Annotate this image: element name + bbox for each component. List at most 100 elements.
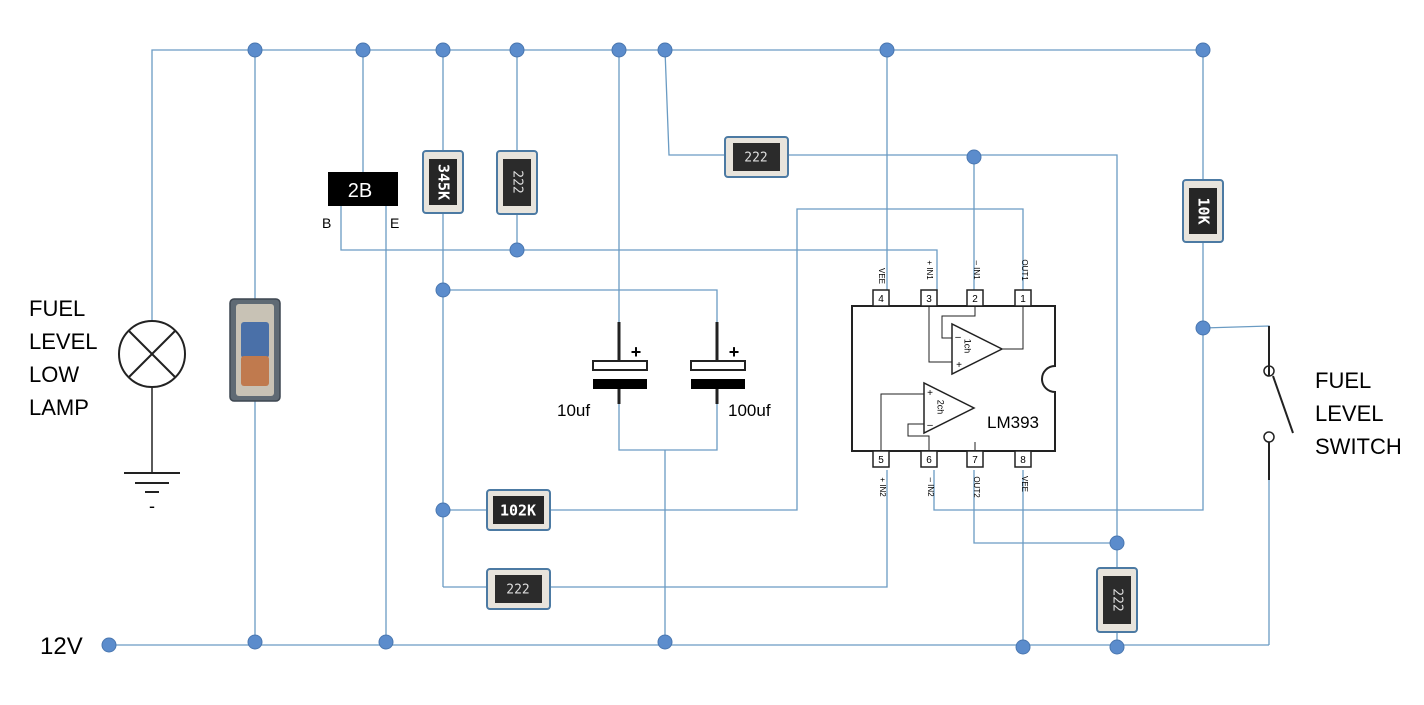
opamp-1-label: 1ch xyxy=(963,339,973,354)
transistor-emitter-label: E xyxy=(390,215,399,231)
node-in1-minus xyxy=(966,149,982,165)
cap1-plus-label: + xyxy=(631,342,642,362)
lamp: - FUEL LEVEL LOW LAMP xyxy=(29,296,186,516)
node-102k xyxy=(435,502,451,518)
ic-pin-6-number: 6 xyxy=(926,455,932,466)
ground-minus-label: - xyxy=(149,496,155,516)
lamp-label-line-2: LEVEL xyxy=(29,329,98,354)
resistor-222-a: 222 xyxy=(496,150,538,215)
node-bottom-3 xyxy=(657,634,673,650)
lamp-label-line-1: FUEL xyxy=(29,296,85,321)
in2-minus-wire xyxy=(933,328,1204,511)
resistor-222-d: 222 xyxy=(1096,567,1138,633)
opamp-2-plus: + xyxy=(927,388,933,399)
resistor-10k: 10K xyxy=(1182,179,1224,243)
node-out2 xyxy=(1109,535,1125,551)
cap2-plus-label: + xyxy=(729,342,740,362)
opamp-2-minus: – xyxy=(927,420,933,431)
resistor-222-b: 222 xyxy=(486,568,551,610)
lamp-cross-b xyxy=(128,330,176,378)
node-top-8 xyxy=(1195,42,1211,58)
capacitor-10uf: + 10uf xyxy=(557,322,648,420)
ic-pin-7-number: 7 xyxy=(972,455,978,466)
ic-pin-2-number: 2 xyxy=(972,294,978,305)
junction-nodes xyxy=(101,42,1211,655)
capacitor-100uf: + 100uf xyxy=(690,322,771,420)
ic-lm393: LM393 4 3 2 1 VEE + IN1 – IN1 OUT1 5 6 7… xyxy=(851,259,1056,498)
node-top-1 xyxy=(247,42,263,58)
ground-icon xyxy=(124,472,180,493)
in2-plus-wire xyxy=(550,470,888,588)
opamp-1-minus: – xyxy=(955,332,961,343)
node-bottom-4 xyxy=(1015,639,1031,655)
opamp-1: 1ch – + xyxy=(928,306,1024,376)
ic-name-label: LM393 xyxy=(987,413,1039,432)
node-base xyxy=(509,242,525,258)
node-top-7 xyxy=(879,42,895,58)
node-switch xyxy=(1195,320,1211,336)
ic-pin-4-number: 4 xyxy=(878,294,884,305)
fuel-level-switch: FUEL LEVEL SWITCH xyxy=(1263,326,1402,480)
transistor-base-label: B xyxy=(322,215,331,231)
ic-pin-7-label: OUT2 xyxy=(972,476,981,498)
out2-wire xyxy=(973,470,1117,544)
diode-component xyxy=(229,298,281,402)
ic-pin-4 xyxy=(872,289,890,307)
resistor-10k-label: 10K xyxy=(1195,197,1213,224)
switch-label-line-3: SWITCH xyxy=(1315,434,1402,459)
transistor-2b: 2B B E xyxy=(322,172,399,231)
cap2-value-label: 100uf xyxy=(728,401,771,420)
resistor-345k-label: 345K xyxy=(435,164,453,200)
ic-body xyxy=(851,305,1056,452)
node-top-4 xyxy=(509,42,525,58)
r222c-wire-right xyxy=(787,154,1118,543)
node-top-5 xyxy=(611,42,627,58)
top-rail-wire xyxy=(151,49,1204,240)
resistor-222-b-label: 222 xyxy=(506,583,529,598)
node-top-3 xyxy=(435,42,451,58)
ic-pin-4-label: VEE xyxy=(877,268,886,284)
resistor-102k-label: 102K xyxy=(500,502,536,520)
ic-pin-1-label: OUT1 xyxy=(1020,259,1029,281)
node-bottom-1 xyxy=(247,634,263,650)
switch-contact-bottom xyxy=(1263,431,1275,443)
transistor-code-label: 2B xyxy=(348,180,372,202)
lamp-label-line-3: LOW xyxy=(29,362,79,387)
switch-lever xyxy=(1272,375,1294,434)
cap-minus-wire xyxy=(618,402,718,451)
resistor-222-c-label: 222 xyxy=(744,151,767,166)
node-bottom-2 xyxy=(378,634,394,650)
opamp-1-plus: + xyxy=(956,360,962,371)
node-bottom-5 xyxy=(1109,639,1125,655)
ic-pin-3-label: + IN1 xyxy=(925,260,934,280)
switch-wire-top xyxy=(1202,325,1270,372)
ic-pin-1-number: 1 xyxy=(1020,294,1026,305)
ic-pin-5-number: 5 xyxy=(878,455,884,466)
resistor-102k: 102K xyxy=(486,489,551,531)
opamp-2: 2ch + – xyxy=(880,381,976,451)
node-top-6 xyxy=(657,42,673,58)
ic-pin-8-number: 8 xyxy=(1020,455,1026,466)
transistor-body xyxy=(328,172,398,206)
opamp-2-label: 2ch xyxy=(936,400,946,415)
ic-pin-6-label: – IN2 xyxy=(926,477,935,497)
cap2-plus-wire xyxy=(443,289,718,322)
resistor-345k: 345K xyxy=(422,150,464,214)
transistor-base-wire xyxy=(340,205,938,291)
ic-pin-5-label: + IN2 xyxy=(878,477,887,497)
out1-wire xyxy=(549,208,1024,511)
resistor-222-c: 222 xyxy=(724,136,789,178)
node-345k xyxy=(435,282,451,298)
ic-pin-3-number: 3 xyxy=(926,294,932,305)
ic-pin-8 xyxy=(1014,450,1032,468)
node-supply xyxy=(101,637,117,653)
cap1-value-label: 10uf xyxy=(557,401,590,420)
wires xyxy=(109,49,1270,646)
supply-label: 12V xyxy=(40,633,83,660)
ic-pin-8-label: VEE xyxy=(1020,476,1029,492)
switch-label-line-2: LEVEL xyxy=(1315,401,1384,426)
r222c-wire-left xyxy=(664,49,725,156)
switch-label-line-1: FUEL xyxy=(1315,368,1371,393)
lamp-label-line-4: LAMP xyxy=(29,395,89,420)
